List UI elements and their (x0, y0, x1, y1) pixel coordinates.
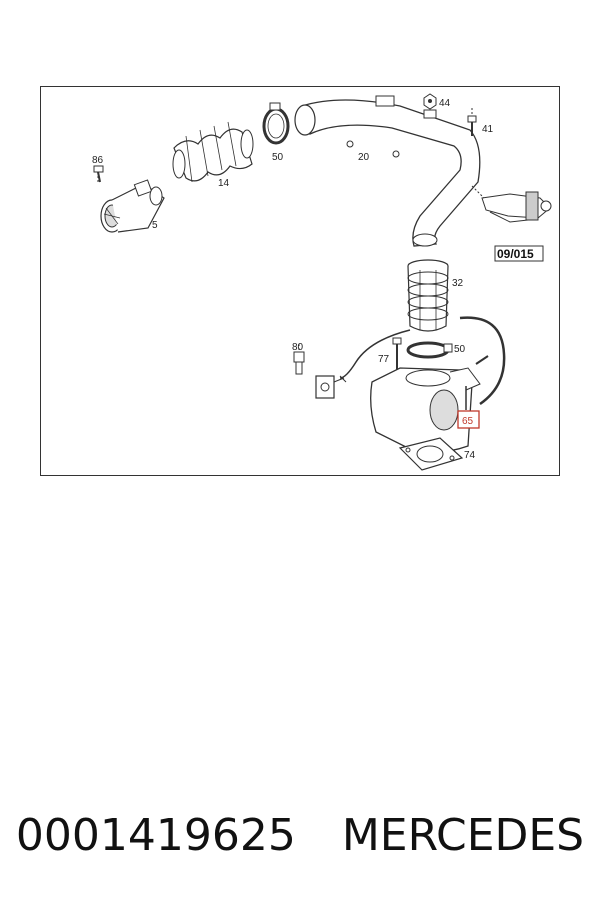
bellows-14 (172, 121, 254, 183)
vent-hose (459, 316, 506, 406)
label-50b: 50 (454, 344, 466, 355)
sensor-cable (339, 329, 411, 379)
bellows-32 (407, 259, 449, 332)
label-74: 74 (464, 450, 476, 461)
air-mass-meter-5 (100, 179, 165, 233)
sensor-bracket (315, 375, 347, 399)
clamp-50a (262, 102, 290, 145)
label-41: 41 (482, 124, 494, 135)
screw-86 (93, 165, 104, 184)
brand-name: MERCEDES (341, 809, 585, 861)
ref-box (494, 245, 544, 262)
sensor-80 (293, 344, 305, 375)
label-5: 5 (152, 220, 158, 231)
bolt-41 (467, 108, 477, 136)
gasket-74 (398, 437, 464, 471)
caption-bar: 0001419625 MERCEDES (0, 800, 600, 870)
label-50a: 50 (272, 152, 284, 163)
nut-44 (423, 93, 437, 110)
label-ref-09-015[interactable]: 09/015 (497, 247, 534, 261)
parts-diagram: 86 5 14 50 20 44 (40, 86, 560, 476)
part-65-highlight[interactable]: 65 (457, 386, 480, 429)
intake-pipe-20 (294, 95, 481, 247)
label-65[interactable]: 65 (462, 416, 474, 427)
clamp-50b (406, 341, 453, 359)
label-14: 14 (218, 178, 230, 189)
housing-body (370, 355, 489, 453)
part-number: 0001419625 (15, 809, 296, 861)
label-44: 44 (439, 98, 451, 109)
label-77: 77 (378, 354, 390, 365)
label-80: 80 (292, 342, 304, 353)
ref-assembly-09-015 (471, 185, 552, 223)
label-20: 20 (358, 152, 370, 163)
label-32: 32 (452, 278, 464, 289)
label-86: 86 (92, 155, 104, 166)
